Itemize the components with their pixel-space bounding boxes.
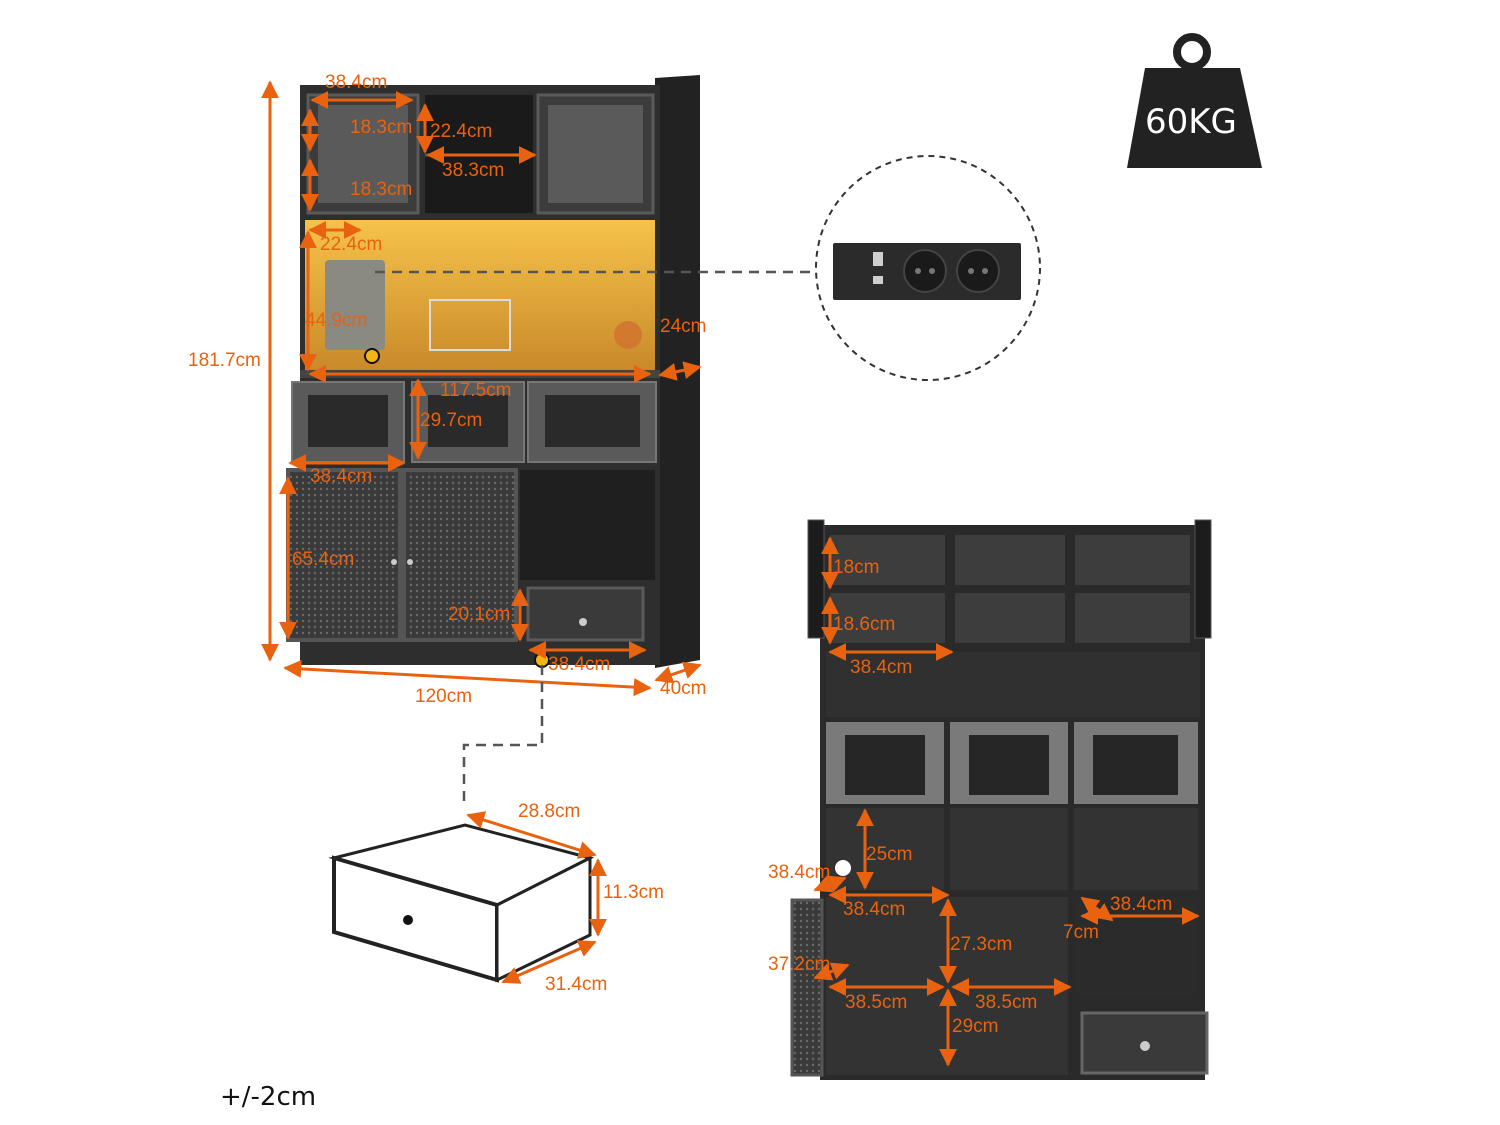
label-drawer-depth: 28.8cm	[518, 801, 580, 822]
label-drawer-width: 31.4cm	[545, 974, 607, 995]
door-knob	[407, 559, 413, 565]
open-door-left	[807, 519, 825, 639]
label-top-left-width: 38.4cm	[325, 72, 387, 93]
drawer-leader	[462, 665, 544, 805]
drawer-knob	[579, 618, 587, 626]
glass-panel	[969, 735, 1049, 795]
label-inner-bottom-h: 27.3cm	[950, 934, 1012, 955]
label-depth: 40cm	[660, 678, 706, 699]
label-shelf-depth: 24cm	[660, 316, 706, 337]
cubby	[830, 593, 945, 643]
wine-glass-rack	[520, 470, 655, 580]
compartment	[950, 808, 1068, 890]
label-height: 181.7cm	[188, 350, 261, 371]
label-inner-lower-h: 29cm	[952, 1016, 998, 1037]
label-width: 120cm	[415, 686, 472, 707]
weight-label: 60KG	[1145, 102, 1237, 142]
drawer-marker	[534, 652, 550, 668]
label-inner-top-w: 38.4cm	[850, 657, 912, 678]
weight-icon: 60KG	[1127, 33, 1262, 168]
front-view: 181.7cm 120cm 40cm 38.4cm 18.3cm 18.3cm …	[188, 72, 706, 707]
label-top-left-lower-h: 18.3cm	[350, 179, 412, 200]
label-drawer-h: 20.1cm	[448, 604, 510, 625]
open-door-right	[1194, 519, 1212, 639]
label-light-depth: 22.4cm	[320, 234, 382, 255]
label-inner-bottom-w: 38.4cm	[843, 899, 905, 920]
cubby	[1075, 593, 1190, 643]
compartment	[1074, 808, 1198, 890]
outlet-callout	[375, 155, 1041, 381]
glass-panel	[318, 105, 408, 203]
open-mesh-door	[790, 898, 824, 1077]
front-dimension-lines	[261, 80, 702, 697]
power-outlet-icon	[833, 243, 1021, 300]
bottom-drawer	[526, 586, 645, 642]
cubby	[955, 593, 1065, 643]
drawer-detail: 28.8cm 11.3cm 31.4cm	[328, 665, 664, 995]
bottom-center-mesh-door	[402, 468, 518, 642]
glass-panel	[308, 395, 388, 447]
cubby	[1075, 535, 1190, 585]
glass-panel	[548, 105, 643, 203]
label-drawer-w: 38.4cm	[548, 654, 610, 675]
glass-panel	[1093, 735, 1178, 795]
drawer-dimension-lines	[466, 811, 607, 984]
label-inner-door-w: 37.2cm	[768, 954, 830, 975]
display-stand	[429, 299, 511, 351]
label-inner-wine-w: 38.4cm	[1110, 894, 1172, 915]
coffee-machine	[325, 260, 385, 350]
cubby	[955, 535, 1065, 585]
label-drawer-height: 11.3cm	[603, 882, 664, 903]
cable-hole	[835, 860, 851, 876]
label-top-mid-h: 22.4cm	[430, 121, 492, 142]
label-mid-door-h: 29.7cm	[420, 410, 482, 431]
tolerance-note: +/-2cm	[220, 1082, 316, 1112]
label-mid-door-w: 38.4cm	[310, 466, 372, 487]
glass-panel	[845, 735, 925, 795]
vase	[614, 321, 642, 349]
label-inner-right-bay-w: 38.5cm	[975, 992, 1037, 1013]
outlet-marker	[364, 348, 380, 364]
label-bottom-door-h: 65.4cm	[292, 549, 354, 570]
label-top-mid-w: 38.3cm	[442, 160, 504, 181]
cubby	[830, 535, 945, 585]
inner-dimension-lines	[813, 536, 1200, 1067]
label-top-left-upper-h: 18.3cm	[350, 117, 412, 138]
drawer-handle-hole	[403, 915, 413, 925]
inner-view: 18cm 18.6cm 38.4cm 25cm 38.4cm 38.4cm 38…	[768, 519, 1212, 1080]
drawer-knob	[1140, 1041, 1150, 1051]
label-inner-top-h2: 18.6cm	[833, 614, 895, 635]
label-inner-top-h1: 18cm	[833, 557, 879, 578]
label-light-height: 44.9cm	[305, 310, 367, 331]
back-panel	[826, 652, 1200, 717]
label-inner-mid-h: 25cm	[866, 844, 912, 865]
door-knob	[391, 559, 397, 565]
label-inner-wine-gap: 7cm	[1063, 922, 1099, 943]
glass-panel	[428, 395, 508, 447]
label-inner-left-bay-w: 38.5cm	[845, 992, 907, 1013]
label-counter-width: 117.5cm	[440, 380, 511, 401]
glass-panel	[545, 395, 640, 447]
label-inner-side-w: 38.4cm	[768, 862, 830, 883]
